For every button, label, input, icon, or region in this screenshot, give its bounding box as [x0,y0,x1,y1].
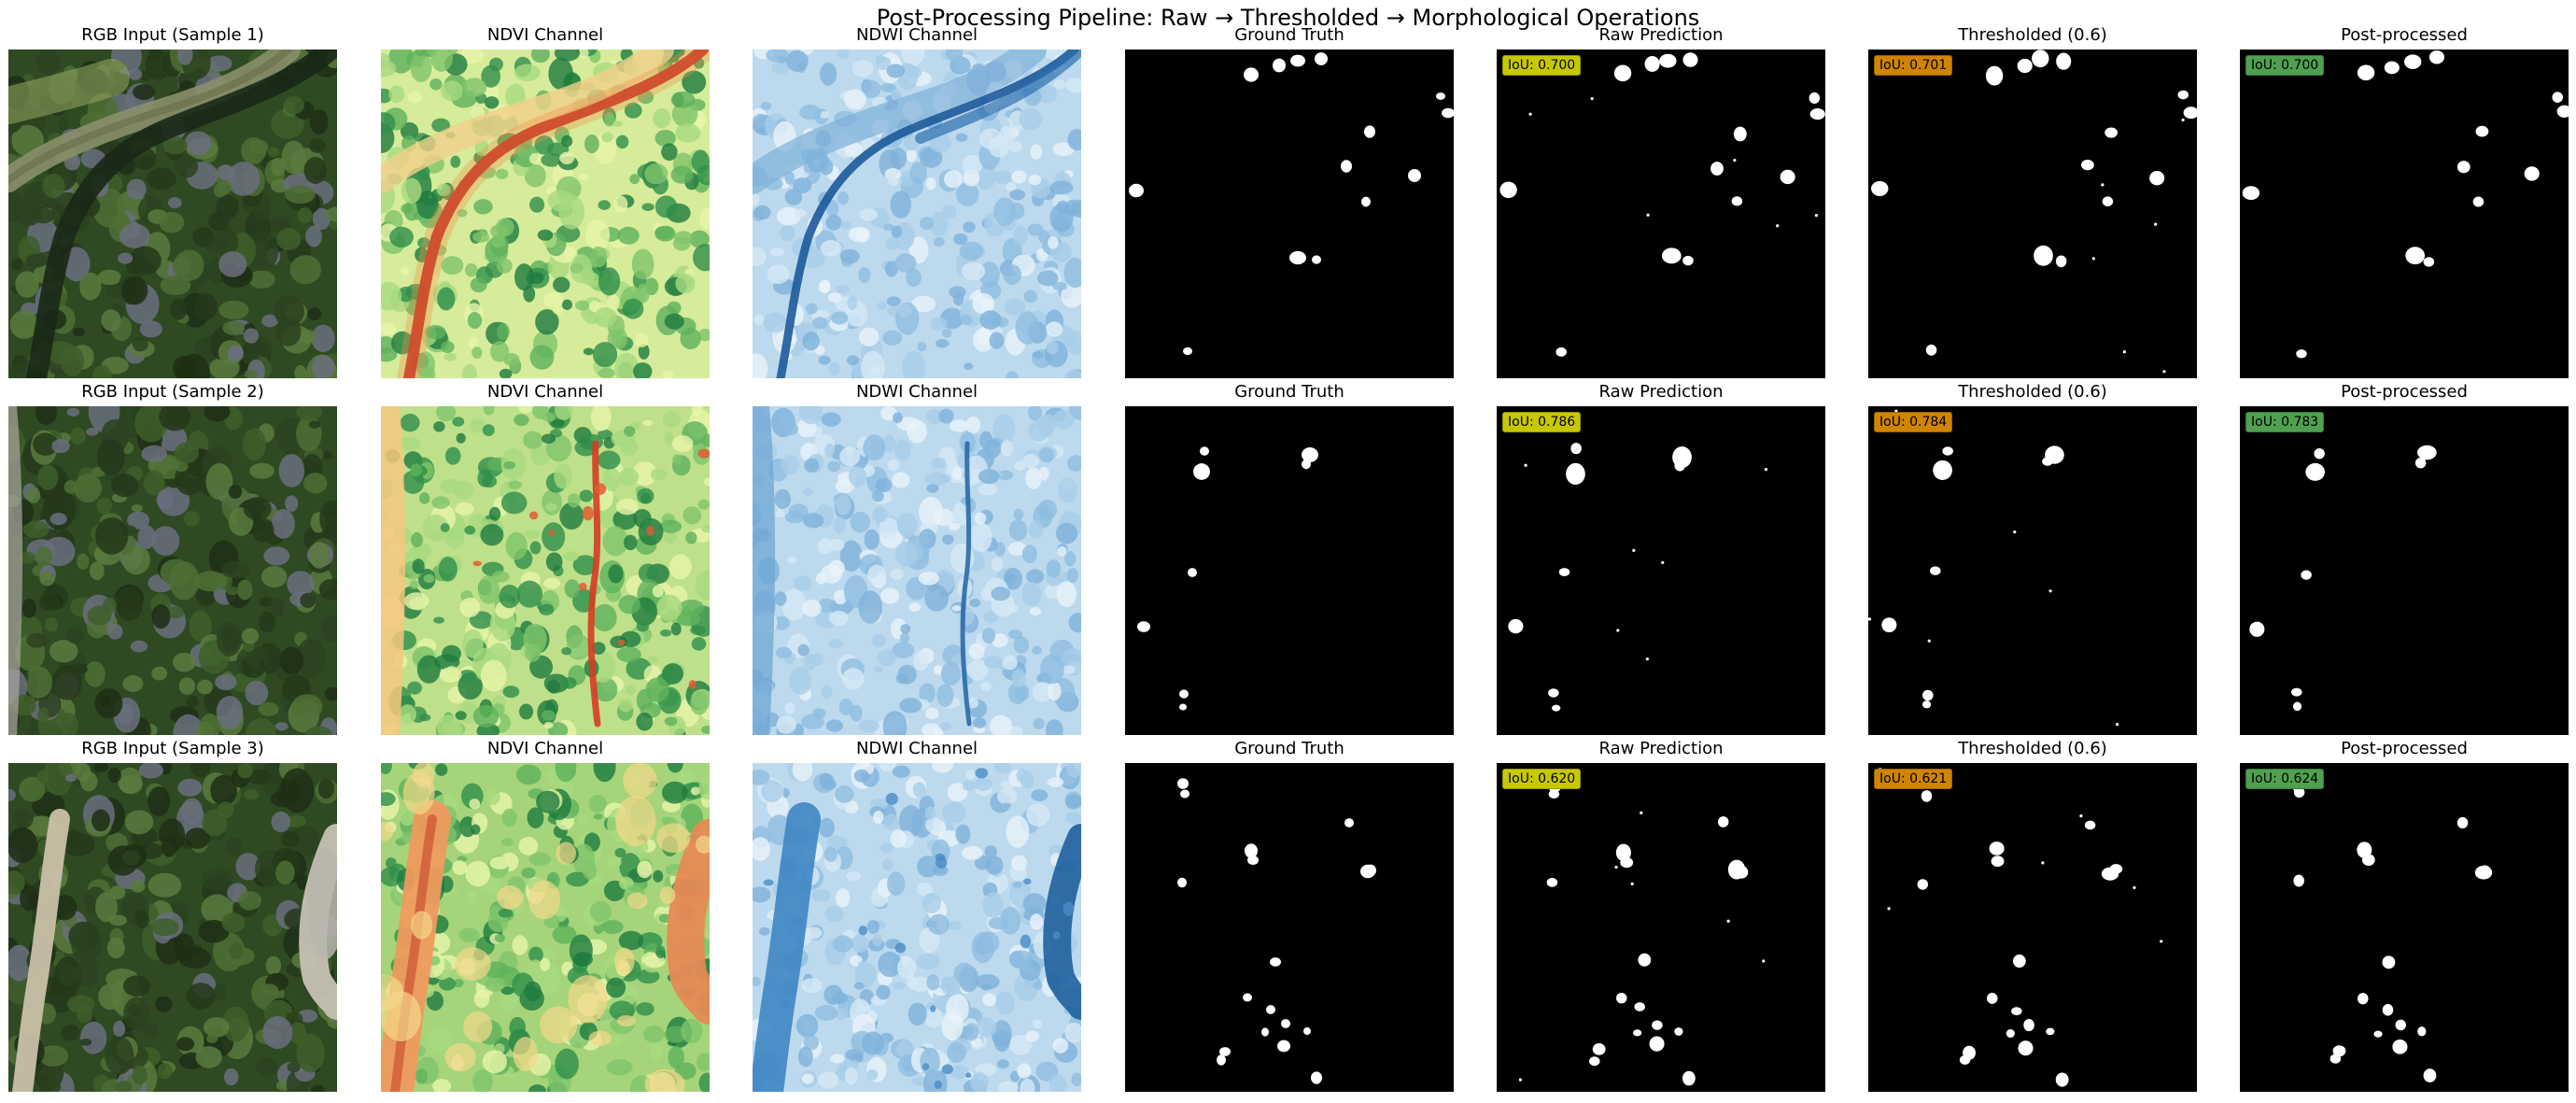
image-gt-sample-3 [1125,763,1454,1092]
image-rgb-sample-2 [8,406,337,735]
panel-title-gt-sample-3: Ground Truth [1234,739,1344,758]
image-raw-sample-3 [1497,763,1825,1092]
panel-title-post-sample-2: Post-processed [2341,382,2468,402]
iou-badge-post-sample-2: IoU: 0.783 [2245,412,2325,432]
image-post-sample-2 [2240,406,2569,735]
iou-badge-post-sample-1: IoU: 0.700 [2245,55,2325,76]
panel-title-thr-sample-1: Thresholded (0.6) [1958,25,2107,45]
panel-title-ndwi-sample-1: NDWI Channel [855,25,978,45]
image-gt-sample-1 [1125,49,1454,378]
panel-raw-sample-2: IoU: 0.786 [1497,406,1825,735]
panel-title-rgb-sample-3: RGB Input (Sample 3) [81,739,264,758]
panel-ndwi-sample-3 [753,763,1081,1092]
panel-post-sample-1: IoU: 0.700 [2240,49,2569,378]
image-raw-sample-1 [1497,49,1825,378]
image-ndvi-sample-3 [381,763,710,1092]
panel-gt-sample-2 [1125,406,1454,735]
iou-badge-raw-sample-2: IoU: 0.786 [1502,412,1582,432]
image-ndwi-sample-3 [753,763,1081,1092]
panel-title-gt-sample-2: Ground Truth [1234,382,1344,402]
image-ndwi-sample-1 [753,49,1081,378]
image-thr-sample-2 [1868,406,2197,735]
panel-post-sample-2: IoU: 0.783 [2240,406,2569,735]
panel-title-raw-sample-3: Raw Prediction [1598,739,1724,758]
panel-rgb-sample-1 [8,49,337,378]
panel-ndvi-sample-2 [381,406,710,735]
panel-thr-sample-1: IoU: 0.701 [1868,49,2197,378]
panel-title-thr-sample-2: Thresholded (0.6) [1958,382,2107,402]
image-thr-sample-3 [1868,763,2197,1092]
iou-badge-raw-sample-1: IoU: 0.700 [1502,55,1582,76]
panel-title-post-sample-3: Post-processed [2341,739,2468,758]
panel-title-ndvi-sample-3: NDVI Channel [486,739,604,758]
panel-title-post-sample-1: Post-processed [2341,25,2468,45]
image-ndwi-sample-2 [753,406,1081,735]
image-gt-sample-2 [1125,406,1454,735]
panel-thr-sample-3: IoU: 0.621 [1868,763,2197,1092]
panel-gt-sample-3 [1125,763,1454,1092]
panel-title-thr-sample-3: Thresholded (0.6) [1958,739,2107,758]
iou-badge-thr-sample-3: IoU: 0.621 [1874,769,1953,789]
image-thr-sample-1 [1868,49,2197,378]
iou-badge-thr-sample-1: IoU: 0.701 [1874,55,1953,76]
panel-ndvi-sample-1 [381,49,710,378]
iou-badge-thr-sample-2: IoU: 0.784 [1874,412,1953,432]
image-raw-sample-2 [1497,406,1825,735]
panel-rgb-sample-3 [8,763,337,1092]
image-post-sample-3 [2240,763,2569,1092]
panel-thr-sample-2: IoU: 0.784 [1868,406,2197,735]
panel-ndwi-sample-1 [753,49,1081,378]
image-ndvi-sample-1 [381,49,710,378]
panel-title-gt-sample-1: Ground Truth [1234,25,1344,45]
panel-gt-sample-1 [1125,49,1454,378]
image-rgb-sample-3 [8,763,337,1092]
panel-raw-sample-3: IoU: 0.620 [1497,763,1825,1092]
panel-title-raw-sample-1: Raw Prediction [1598,25,1724,45]
panel-title-rgb-sample-1: RGB Input (Sample 1) [81,25,264,45]
panel-post-sample-3: IoU: 0.624 [2240,763,2569,1092]
iou-badge-post-sample-3: IoU: 0.624 [2245,769,2325,789]
image-ndvi-sample-2 [381,406,710,735]
panel-title-ndwi-sample-2: NDWI Channel [855,382,978,402]
image-post-sample-1 [2240,49,2569,378]
iou-badge-raw-sample-3: IoU: 0.620 [1502,769,1582,789]
panel-title-raw-sample-2: Raw Prediction [1598,382,1724,402]
panel-title-ndvi-sample-1: NDVI Channel [486,25,604,45]
panel-ndwi-sample-2 [753,406,1081,735]
panel-title-ndvi-sample-2: NDVI Channel [486,382,604,402]
panel-rgb-sample-2 [8,406,337,735]
panel-title-rgb-sample-2: RGB Input (Sample 2) [81,382,264,402]
panel-ndvi-sample-3 [381,763,710,1092]
image-rgb-sample-1 [8,49,337,378]
panel-title-ndwi-sample-3: NDWI Channel [855,739,978,758]
figure-title: Post-Processing Pipeline: Raw → Threshol… [876,5,1700,31]
panel-raw-sample-1: IoU: 0.700 [1497,49,1825,378]
